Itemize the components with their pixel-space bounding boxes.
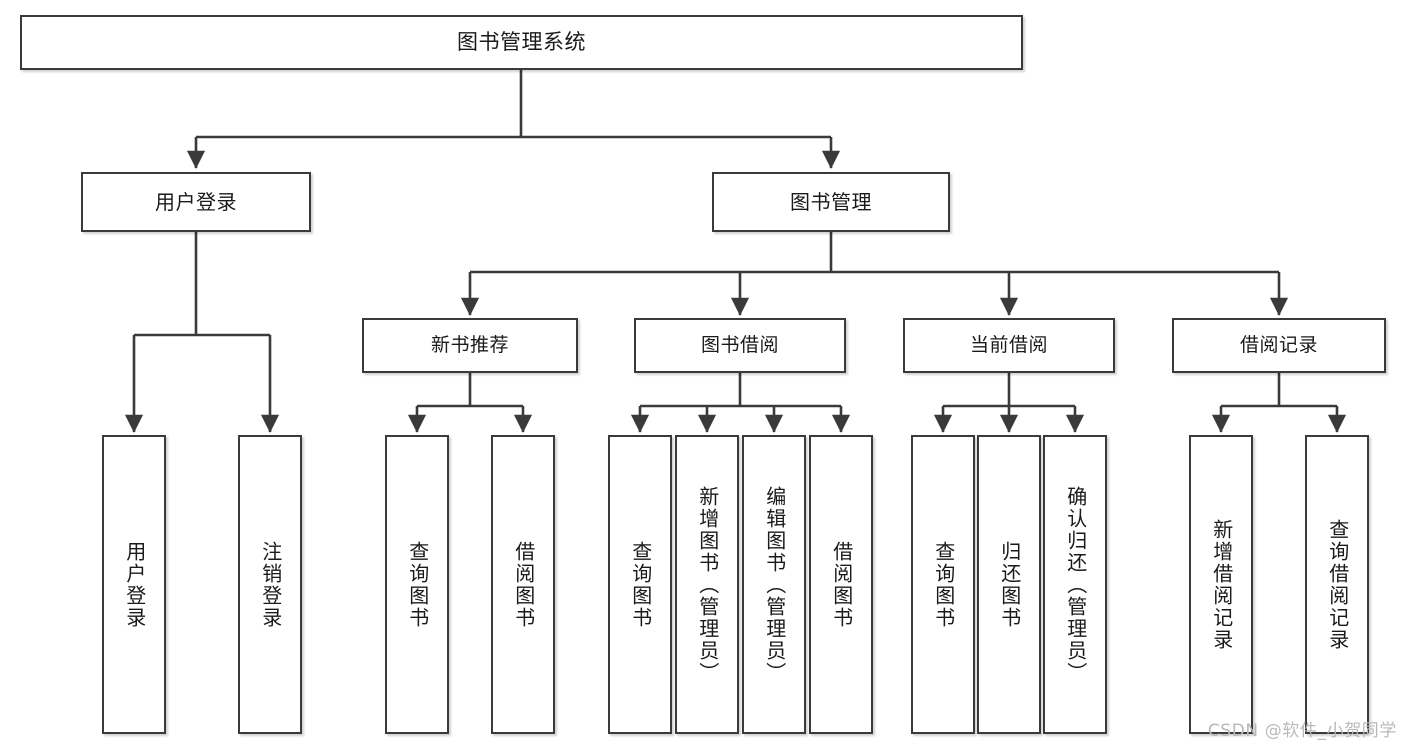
leaf-book-borrow-edit[interactable]: 编辑图书（管理员）	[742, 435, 806, 734]
node-new-book-recommend-label: 新书推荐	[430, 333, 509, 356]
leaf-user-login-login[interactable]: 用户登录	[102, 435, 166, 734]
node-book-borrow-label: 图书借阅	[700, 333, 779, 356]
node-borrow-record-label: 借阅记录	[1239, 333, 1318, 356]
leaf-label: 查询图书	[931, 540, 956, 629]
leaf-label: 编辑图书（管理员）	[762, 485, 787, 684]
leaf-user-login-logout[interactable]: 注销登录	[238, 435, 302, 734]
node-borrow-record[interactable]: 借阅记录	[1172, 318, 1386, 373]
leaf-book-borrow-query[interactable]: 查询图书	[608, 435, 672, 734]
node-root-label: 图书管理系统	[457, 29, 586, 54]
leaf-label: 归还图书	[997, 540, 1022, 629]
leaf-label: 借阅图书	[829, 540, 854, 629]
node-user-login-label: 用户登录	[155, 189, 237, 214]
leaf-label: 借阅图书	[511, 540, 536, 629]
leaf-label: 注销登录	[258, 540, 283, 629]
leaf-borrow-record-query[interactable]: 查询借阅记录	[1305, 435, 1369, 734]
leaf-current-borrow-confirm[interactable]: 确认归还（管理员）	[1043, 435, 1107, 734]
leaf-label: 查询图书	[628, 540, 653, 629]
node-current-borrow-label: 当前借阅	[969, 333, 1048, 356]
leaf-label: 用户登录	[122, 540, 147, 629]
node-new-book-recommend[interactable]: 新书推荐	[362, 318, 578, 373]
leaf-current-borrow-query[interactable]: 查询图书	[911, 435, 975, 734]
leaf-label: 新增借阅记录	[1209, 518, 1234, 651]
leaf-book-borrow-borrow[interactable]: 借阅图书	[809, 435, 873, 734]
leaf-label: 查询图书	[405, 540, 430, 629]
leaf-label: 确认归还（管理员）	[1063, 485, 1088, 684]
leaf-new-book-borrow[interactable]: 借阅图书	[491, 435, 555, 734]
node-book-manage[interactable]: 图书管理	[712, 172, 950, 232]
node-current-borrow[interactable]: 当前借阅	[903, 318, 1115, 373]
leaf-label: 新增图书（管理员）	[695, 485, 720, 684]
node-book-manage-label: 图书管理	[790, 189, 872, 214]
node-root[interactable]: 图书管理系统	[20, 15, 1023, 70]
leaf-borrow-record-add[interactable]: 新增借阅记录	[1189, 435, 1253, 734]
leaf-new-book-query[interactable]: 查询图书	[385, 435, 449, 734]
watermark: CSDN @软件_小贺同学	[1207, 721, 1397, 741]
node-user-login[interactable]: 用户登录	[81, 172, 311, 232]
leaf-book-borrow-add[interactable]: 新增图书（管理员）	[675, 435, 739, 734]
node-book-borrow[interactable]: 图书借阅	[634, 318, 846, 373]
leaf-current-borrow-return[interactable]: 归还图书	[977, 435, 1041, 734]
leaf-label: 查询借阅记录	[1325, 518, 1350, 651]
